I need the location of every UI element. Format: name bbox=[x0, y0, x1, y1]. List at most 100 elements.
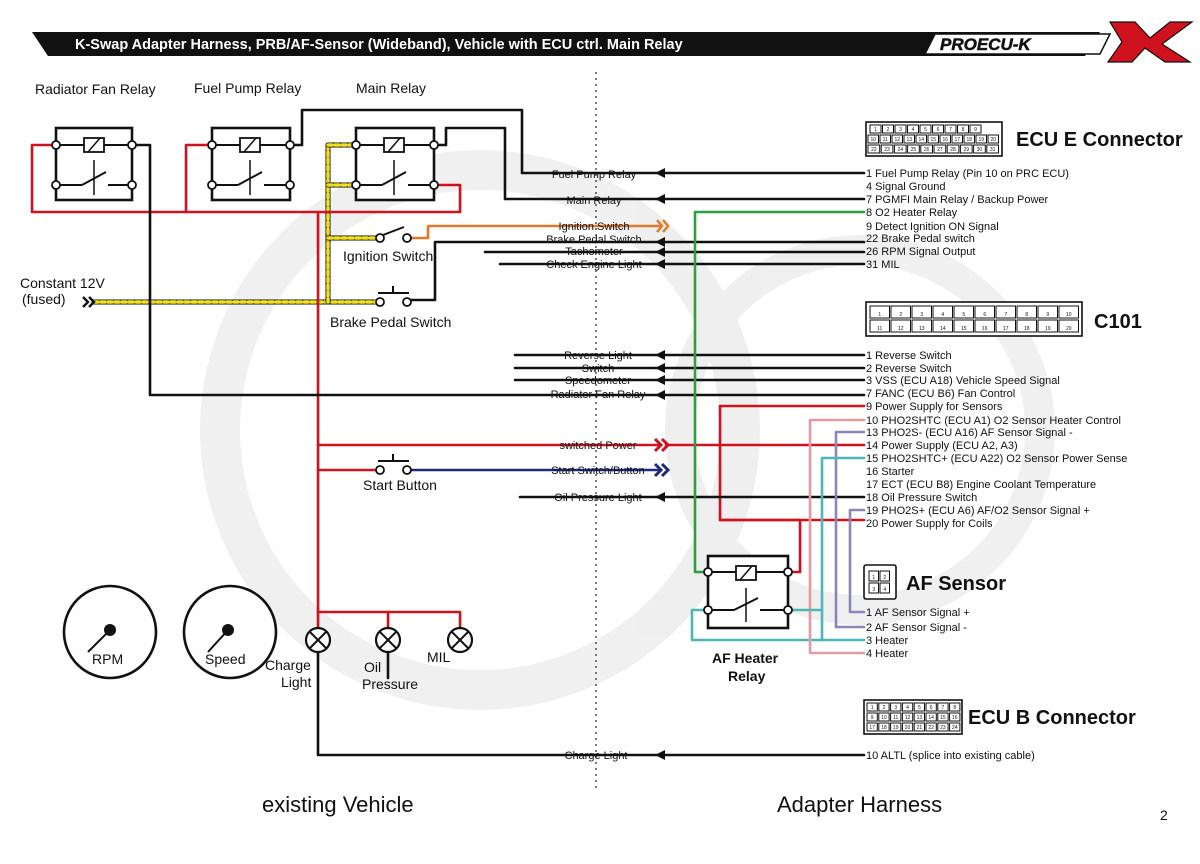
connector-pin: 2 bbox=[879, 570, 890, 582]
connector-pin-label: 12 bbox=[905, 715, 911, 721]
connector-pin: 16 bbox=[949, 712, 961, 722]
radiator-fan-relay-label: Radiator Fan Relay bbox=[35, 81, 156, 97]
connector-pin-label: 17 bbox=[954, 137, 960, 143]
connector-pin: 4 bbox=[901, 702, 914, 712]
af-heater-relay-label-1: AF Heater bbox=[712, 650, 779, 666]
connector-pin: 16 bbox=[939, 134, 951, 144]
connector-pin-label: 17 bbox=[869, 725, 875, 731]
connector-pin: 4 bbox=[907, 124, 919, 134]
connector-pin: 10 bbox=[878, 712, 890, 722]
connector-pin-label: 4 bbox=[906, 705, 909, 711]
header-banner: K-Swap Adapter Harness, PRB/AF-Sensor (W… bbox=[32, 21, 1194, 63]
connector-pin: 30 bbox=[973, 144, 986, 154]
o2-heater-wire bbox=[693, 210, 866, 574]
signal-labels: Fuel Pump Relay Main Relay Ignition Swit… bbox=[546, 169, 646, 762]
pin-description: 1 Reverse Switch bbox=[866, 350, 952, 362]
constant-12v-label: Constant 12V bbox=[20, 275, 105, 291]
connector-pin: 18 bbox=[1016, 319, 1037, 333]
pin-description: 19 PHO2S+ (ECU A6) AF/O2 Sensor Signal + bbox=[866, 505, 1090, 517]
connector-pin-label: 12 bbox=[898, 326, 904, 332]
connector-pin: 25 bbox=[907, 144, 920, 154]
start-button-switch bbox=[375, 454, 412, 475]
connector-pin: 8 bbox=[1016, 305, 1037, 319]
connector-pin-label: 4 bbox=[941, 312, 944, 318]
connector-pin-label: 7 bbox=[1004, 312, 1007, 318]
rpm-gauge bbox=[62, 584, 158, 680]
connector-pin: 11 bbox=[869, 319, 890, 333]
connector-pin: 7 bbox=[937, 702, 949, 712]
connector-pin-label: 5 bbox=[924, 127, 927, 133]
signal-brake-pedal-switch: Brake Pedal Switch bbox=[546, 234, 641, 246]
oil-pressure-label-1: Oil bbox=[364, 659, 381, 675]
pin-description: 7 FANC (ECU B6) Fan Control bbox=[866, 388, 1015, 400]
connector-pin: 5 bbox=[953, 305, 974, 319]
connector-pin: 8 bbox=[949, 702, 961, 712]
header-title: K-Swap Adapter Harness, PRB/AF-Sensor (W… bbox=[75, 37, 683, 53]
connector-pin: 6 bbox=[925, 702, 937, 712]
connector-pin-label: 10 bbox=[881, 715, 887, 721]
brand-logo: PROECU-K bbox=[923, 21, 1194, 63]
connector-pin: 12 bbox=[901, 712, 914, 722]
footer-left-label: existing Vehicle bbox=[262, 792, 414, 817]
connector-pin-label: 22 bbox=[928, 725, 934, 731]
connector-pin-label: 23 bbox=[884, 147, 890, 153]
signal-speedometer: Speedometer bbox=[565, 375, 631, 387]
signal-start-switch: Start Switch/Button bbox=[551, 465, 645, 477]
connector-pin-label: 10 bbox=[1066, 312, 1072, 318]
connector-pin-label: 4 bbox=[883, 587, 886, 593]
connector-pin: 11 bbox=[879, 134, 891, 144]
fuel-pump-relay-label: Fuel Pump Relay bbox=[194, 80, 301, 96]
connector-pin: 1 bbox=[866, 702, 878, 712]
connector-pin: 22 bbox=[925, 722, 937, 732]
charge-light-label-1: Charge bbox=[265, 657, 311, 673]
pin-description: 4 Signal Ground bbox=[866, 181, 946, 193]
connector-pin: 9 bbox=[969, 124, 982, 134]
connector-pin: 3 bbox=[868, 582, 879, 594]
connector-pin-label: 8 bbox=[962, 127, 965, 133]
pin-description: 10 ALTL (splice into existing cable) bbox=[866, 750, 1035, 762]
connector-pin: 17 bbox=[995, 319, 1016, 333]
ecu-b-connector-title: ECU B Connector bbox=[968, 707, 1136, 729]
connector-pin: 7 bbox=[944, 124, 957, 134]
connector-pin-label: 9 bbox=[871, 715, 874, 721]
connector-pin-label: 19 bbox=[893, 725, 899, 731]
af-signal-minus-wire bbox=[834, 430, 866, 629]
connector-pin: 17 bbox=[866, 722, 878, 732]
pin-description: 2 Reverse Switch bbox=[866, 363, 952, 375]
footer-right-label: Adapter Harness bbox=[777, 792, 942, 817]
connector-pin-label: 28 bbox=[950, 147, 956, 153]
connector-pin: 15 bbox=[937, 712, 949, 722]
connector-pin-label: 11 bbox=[877, 326, 882, 332]
fuel-pump-relay bbox=[207, 126, 295, 202]
constant-12v-wire bbox=[91, 142, 383, 305]
connector-pin-label: 15 bbox=[961, 326, 967, 332]
signal-fuel-pump-relay: Fuel Pump Relay bbox=[552, 169, 637, 181]
pin-description: 13 PHO2S- (ECU A16) AF Sensor Signal - bbox=[866, 427, 1073, 439]
pin-description: 1 AF Sensor Signal + bbox=[866, 607, 970, 619]
connector-pin: 6 bbox=[932, 124, 944, 134]
connector-pin: 13 bbox=[911, 319, 932, 333]
connector-pin-label: 14 bbox=[918, 137, 924, 143]
connector-pin-label: 16 bbox=[982, 326, 988, 332]
connector-pin: 20 bbox=[987, 134, 999, 144]
connector-pin-label: 16 bbox=[952, 715, 958, 721]
connector-pin: 7 bbox=[995, 305, 1016, 319]
pin-description: 31 MIL bbox=[866, 259, 900, 271]
pin-description: 8 O2 Heater Relay bbox=[866, 207, 958, 219]
signal-check-engine-light: Check Engine Light bbox=[546, 259, 641, 271]
connector-pin: 10 bbox=[1058, 305, 1079, 319]
heater-wire-3 bbox=[820, 456, 866, 642]
oil-pressure-label-2: Pressure bbox=[362, 676, 418, 692]
pin-description: 7 PGMFI Main Relay / Backup Power bbox=[866, 194, 1049, 206]
connector-pin: 27 bbox=[933, 144, 947, 154]
connector-pin-label: 25 bbox=[911, 147, 917, 153]
connector-pin: 29 bbox=[959, 144, 973, 154]
connector-pin: 12 bbox=[890, 319, 911, 333]
pin-description: 17 ECT (ECU B8) Engine Coolant Temperatu… bbox=[866, 479, 1096, 491]
radiator-fan-relay bbox=[51, 126, 137, 202]
pin-description: 3 Heater bbox=[866, 635, 909, 647]
